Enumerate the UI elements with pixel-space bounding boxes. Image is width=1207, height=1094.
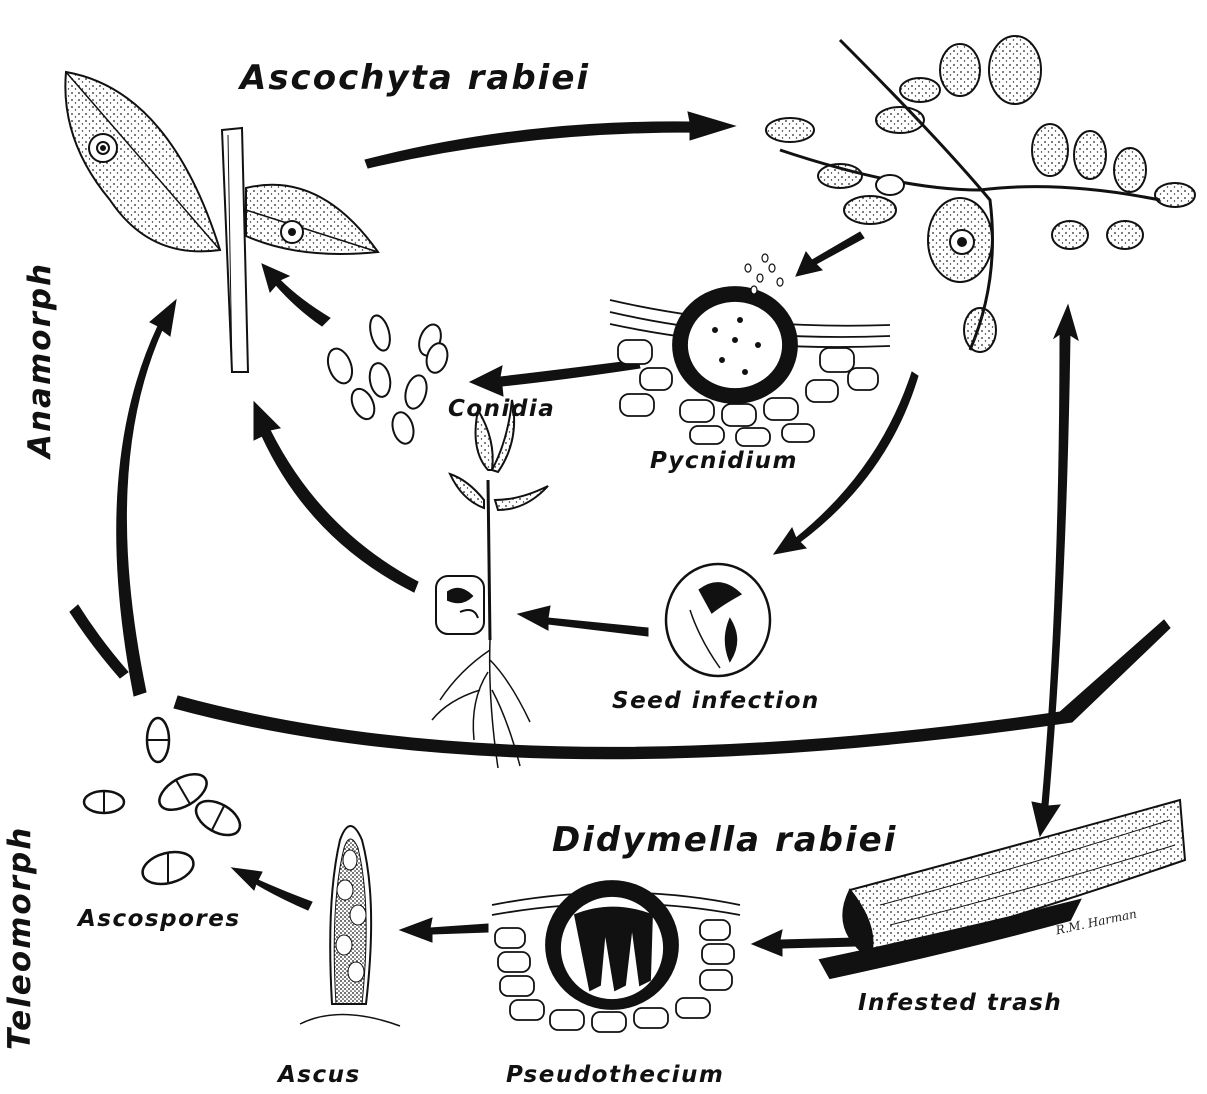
arrow-conidia-to-leaf xyxy=(262,264,330,326)
teleomorph-species-title: Didymella rabiei xyxy=(552,820,897,860)
arrow-seed-to-seedling xyxy=(518,606,648,636)
ascospores-illustration xyxy=(84,718,246,889)
pseudothecium-illustration xyxy=(492,881,740,1032)
leaf-right xyxy=(246,185,378,254)
ascus-illustration xyxy=(300,826,400,1026)
arrow-ascus-to-ascospores xyxy=(232,868,312,910)
pseudothecium-label: Pseudothecium xyxy=(506,1062,724,1088)
conidia-illustration xyxy=(324,313,451,446)
arrow-pycnidium-to-conidia xyxy=(470,360,640,396)
seed-infection-label: Seed infection xyxy=(612,688,820,714)
arrow-ascospores-to-leaf xyxy=(117,300,176,696)
infested-trash-label: Infested trash xyxy=(858,990,1062,1016)
released-conidia xyxy=(745,254,783,294)
seed-coat xyxy=(436,576,484,634)
pycnidium-label: Pycnidium xyxy=(650,448,798,474)
arrow-pseudothecium-to-ascus xyxy=(400,918,488,942)
conidia-label: Conidia xyxy=(448,396,555,422)
arc-left-stub xyxy=(70,605,128,678)
infected-seed-illustration xyxy=(666,564,770,676)
arrow-trash-to-pseudothecium xyxy=(752,930,856,956)
ascospores-label: Ascospores xyxy=(78,906,241,932)
infected-leaf-illustration xyxy=(65,72,378,372)
infected-plant-illustration xyxy=(766,36,1195,352)
anamorph-species-title: Ascochyta rabiei xyxy=(240,58,590,98)
anamorph-phase-label: Anamorph xyxy=(22,268,58,458)
ascus-label: Ascus xyxy=(278,1062,361,1088)
stem xyxy=(222,128,248,372)
seedling-illustration xyxy=(432,400,548,768)
teleomorph-phase-label: Teleomorph xyxy=(2,830,38,1050)
arrow-plant-to-pycnidium xyxy=(796,232,864,276)
arrow-plant-to-trash xyxy=(1032,305,1078,836)
pycnidium-illustration xyxy=(610,254,890,446)
arrow-leaf-to-plant xyxy=(365,112,735,168)
